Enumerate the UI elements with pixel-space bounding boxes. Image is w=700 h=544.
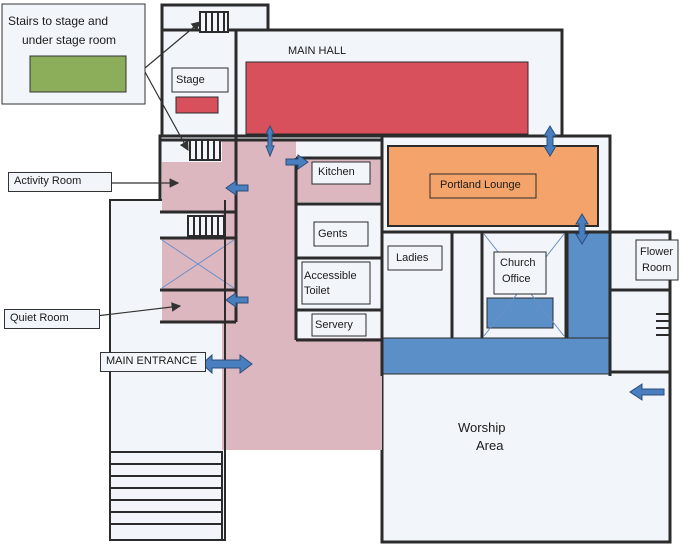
callout-leaders xyxy=(95,21,201,317)
worship-area-label-2: Area xyxy=(476,438,504,453)
stage-platform xyxy=(175,96,219,114)
main-entrance-callout: MAIN ENTRANCE xyxy=(100,352,206,372)
stairs-callout-line2: under stage room xyxy=(22,33,117,47)
flower-room-label-2: Room xyxy=(642,262,672,274)
stairs-callout-line1: Stairs to stage and xyxy=(8,14,109,28)
accessible-toilet-label-1: Accessible xyxy=(304,270,357,282)
stage-label-box xyxy=(171,67,229,93)
stairs xyxy=(109,11,670,541)
main-hall-label: MAIN HALL xyxy=(288,45,347,57)
quiet-room-callout: Quiet Room xyxy=(4,309,100,329)
direction-arrows xyxy=(201,124,665,401)
gents-label: Gents xyxy=(318,228,348,240)
stage-label: Stage xyxy=(176,74,205,86)
kitchen-label: Kitchen xyxy=(318,166,355,178)
servery-label: Servery xyxy=(315,319,353,331)
portland-lounge-label: Portland Lounge xyxy=(440,179,521,191)
interior-walls xyxy=(160,30,670,376)
stairs-callout-swatch xyxy=(29,55,127,93)
accessible-toilet-label-2: Toilet xyxy=(304,285,330,297)
main-hall-floor xyxy=(245,61,529,135)
activity-room-callout: Activity Room xyxy=(8,172,112,192)
blue-corridor xyxy=(381,231,611,375)
ladies-label: Ladies xyxy=(396,252,429,264)
church-office-label-1: Church xyxy=(500,257,536,269)
flower-room-label-1: Flower xyxy=(640,246,674,258)
church-office-label-2: Office xyxy=(502,273,531,285)
portland-label-box xyxy=(429,173,537,199)
worship-area-label-1: Worship xyxy=(458,420,506,435)
room-label-boxes xyxy=(301,161,679,337)
